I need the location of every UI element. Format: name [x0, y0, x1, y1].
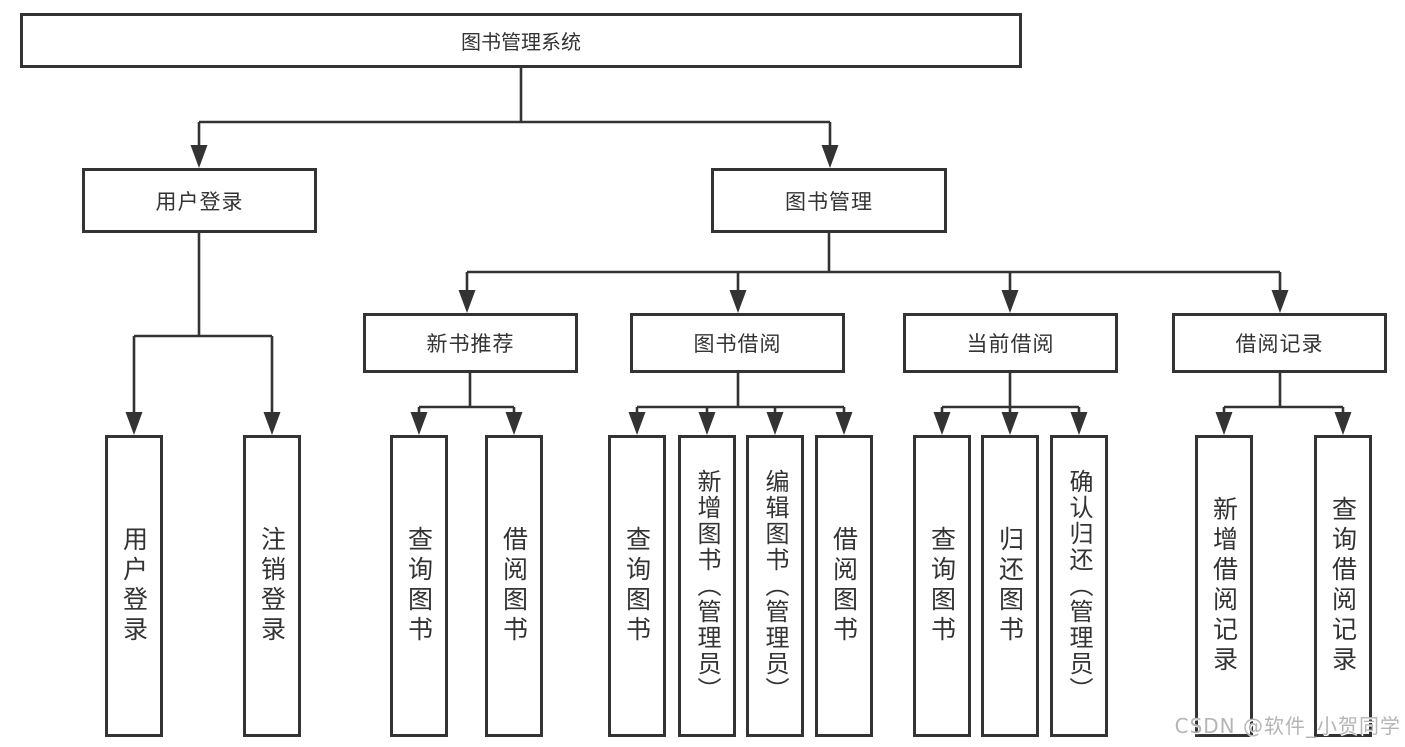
node-book-management: 图书管理	[711, 168, 947, 233]
leaf-add-borrow-record: 新增借阅记录	[1195, 435, 1253, 737]
csdn-watermark: CSDN @软件_小贺同学	[1174, 714, 1401, 738]
node-user-login: 用户登录	[82, 168, 317, 233]
leaf-query-borrow-record-label: 查询借阅记录	[1328, 496, 1358, 676]
leaf-return-books: 归还图书	[981, 435, 1039, 737]
node-borrowing-records: 借阅记录	[1172, 313, 1387, 373]
leaf-query-borrow-record: 查询借阅记录	[1314, 435, 1372, 737]
leaf-query-books-2: 查询图书	[608, 435, 666, 737]
leaf-user-login: 用户登录	[105, 435, 163, 737]
leaf-user-login-label: 用户登录	[119, 526, 149, 646]
leaf-edit-books-admin-label: 编辑图书（管理员）	[761, 469, 789, 703]
leaf-confirm-return-admin: 确认归还（管理员）	[1050, 435, 1108, 737]
leaf-edit-books-admin: 编辑图书（管理员）	[746, 435, 804, 737]
leaf-add-borrow-record-label: 新增借阅记录	[1209, 496, 1239, 676]
leaf-borrow-books-2-label: 借阅图书	[829, 526, 859, 646]
leaf-borrow-books-2: 借阅图书	[815, 435, 873, 737]
leaf-add-books-admin-label: 新增图书（管理员）	[693, 469, 721, 703]
leaf-query-books-1-label: 查询图书	[404, 526, 434, 646]
leaf-query-books-3: 查询图书	[913, 435, 971, 737]
node-book-borrowing: 图书借阅	[630, 313, 845, 373]
leaf-confirm-return-admin-label: 确认归还（管理员）	[1065, 469, 1093, 703]
leaf-query-books-1: 查询图书	[390, 435, 448, 737]
node-library-management-system: 图书管理系统	[20, 13, 1022, 68]
arrowheads	[125, 145, 1352, 435]
node-current-borrowing: 当前借阅	[903, 313, 1118, 373]
leaf-borrow-books-1-label: 借阅图书	[499, 526, 529, 646]
leaf-query-books-2-label: 查询图书	[622, 526, 652, 646]
leaf-logout-label: 注销登录	[257, 526, 287, 646]
leaf-query-books-3-label: 查询图书	[927, 526, 957, 646]
leaf-add-books-admin: 新增图书（管理员）	[678, 435, 736, 737]
node-new-book-recommendation: 新书推荐	[363, 313, 578, 373]
leaf-logout: 注销登录	[243, 435, 301, 737]
leaf-borrow-books-1: 借阅图书	[485, 435, 543, 737]
leaf-return-books-label: 归还图书	[995, 526, 1025, 646]
